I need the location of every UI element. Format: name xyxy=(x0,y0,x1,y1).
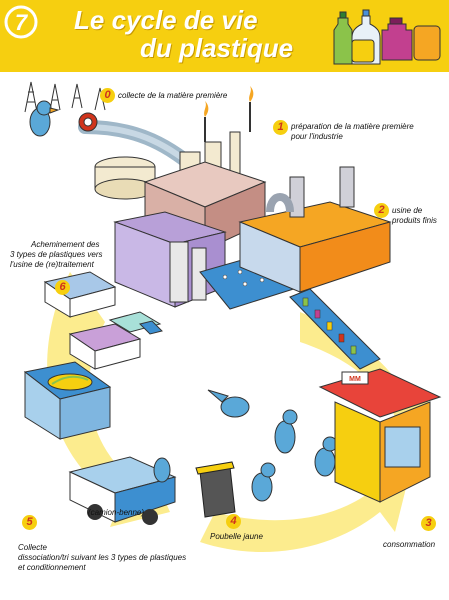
chapter-number-badge: 7 xyxy=(4,5,38,39)
step-2-label-line1: usine de xyxy=(392,206,423,215)
page-title-line1: Le cycle de vie xyxy=(74,5,258,35)
step-1-number: 1 xyxy=(273,120,288,135)
shop-sign: MM xyxy=(349,376,361,383)
bird-collector xyxy=(29,100,60,137)
step-2-number: 2 xyxy=(374,203,389,218)
step-6-label-line1: Acheminement des xyxy=(31,240,100,249)
reprocessing-plant xyxy=(113,211,227,308)
step-5-label-line2: dissociation/tri suivant les 3 types de … xyxy=(18,553,187,562)
yellow-trash-bin xyxy=(195,461,236,518)
cycle-arrow-bottom xyxy=(200,472,410,552)
consumer-birds xyxy=(153,389,338,502)
step-2-label-line2: produits finis xyxy=(392,216,437,225)
step-4-label: Poubelle jaune xyxy=(210,532,263,541)
green-bottle xyxy=(333,17,353,65)
orange-box xyxy=(413,25,441,61)
sorting-center xyxy=(23,361,112,440)
step-5-label-line1: Collecte xyxy=(18,543,47,552)
chapter-number: 7 xyxy=(15,10,29,35)
step-6-label-line2: 3 types de plastiques vers xyxy=(10,250,103,259)
yellow-tub xyxy=(351,39,375,63)
page-title-line2: du plastique xyxy=(140,33,294,63)
oil-derricks xyxy=(24,81,106,113)
garbage-truck xyxy=(68,456,177,525)
cycle-illustration: MM xyxy=(23,81,442,552)
plastic-bottles-illustration xyxy=(333,9,441,65)
step-1-label-line2: pour l'industrie xyxy=(291,132,343,141)
step-5-number: 5 xyxy=(22,515,37,530)
step-0-number: 0 xyxy=(100,88,115,103)
truck-label: (camion-benne) xyxy=(88,508,145,517)
step-1-label-line1: préparation de la matière première xyxy=(291,122,414,131)
shop-building: MM xyxy=(318,368,442,503)
finished-goods-factory xyxy=(238,166,392,293)
step-5-label-line3: et conditionnement xyxy=(18,563,86,572)
transport-trucks xyxy=(43,271,163,370)
product-conveyor xyxy=(289,288,381,370)
step-6-label-line3: l'usine de (re)traitement xyxy=(10,260,94,269)
step-6-number: 6 xyxy=(55,280,70,295)
pink-bottle xyxy=(381,23,413,61)
step-3-label: consommation xyxy=(383,540,436,549)
step-3-number: 3 xyxy=(421,516,436,531)
step-4-number: 4 xyxy=(226,514,241,529)
step-0-label: collecte de la matière première xyxy=(118,91,228,100)
